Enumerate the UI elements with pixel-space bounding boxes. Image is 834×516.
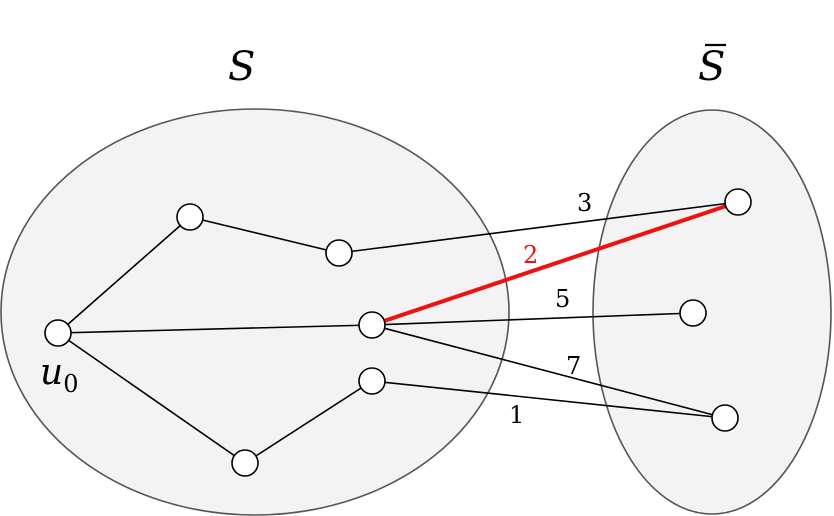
edge-e-d [244,380,373,464]
edge-u0-a [57,216,191,334]
node-x [724,188,752,216]
node-u0-label-subscript: 0 [63,370,78,398]
edge-weight-7: 7 [566,352,581,380]
edge-weight-5: 5 [555,285,570,313]
node-a [176,203,204,231]
edge-a-b [189,216,340,254]
node-y [679,299,707,327]
set-s-bar-ellipse [592,109,832,515]
edge-u0-e [57,332,246,464]
node-u0-label-base: u [40,352,63,393]
set-s-ellipse [0,108,510,516]
edge-u0-c [57,324,373,334]
edge-d-z [371,380,726,419]
node-u0 [44,319,72,347]
edge-c-y [371,312,694,326]
node-e [231,449,259,477]
edge-weight-2: 2 [523,241,538,269]
node-c [358,311,386,339]
edge-b-x [338,201,739,254]
set-s-label: S [228,44,255,90]
edge-weight-1: 1 [509,401,524,429]
node-d [358,367,386,395]
edge-weight-3: 3 [577,189,592,217]
node-b [325,239,353,267]
edge-c-z [371,324,726,419]
node-u0-label: u0 [40,352,78,398]
edge-c-x-highlighted [371,200,739,327]
node-z [711,404,739,432]
set-s-bar-label: S [698,44,725,90]
